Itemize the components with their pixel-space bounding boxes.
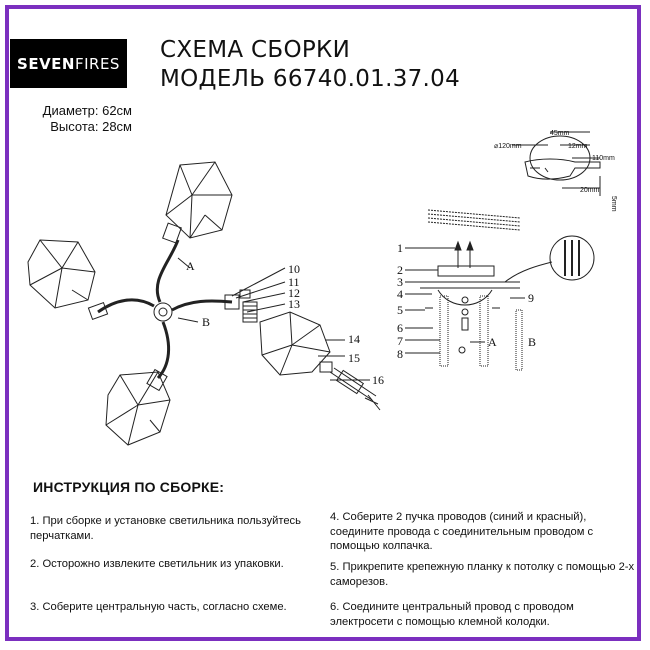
callout-6: 6 xyxy=(397,321,403,335)
callout-12: 12 xyxy=(288,286,300,300)
dim-12: 12mm xyxy=(568,143,588,150)
dim-45: 45mm xyxy=(550,130,570,137)
logo-bold-text: SEVEN xyxy=(17,54,75,73)
callout-3: 3 xyxy=(397,275,403,289)
dim-20: 20mm xyxy=(580,187,600,194)
dimensions-block: Диаметр: 62см Высота: 28см xyxy=(12,103,132,135)
label-b-right: B xyxy=(528,335,536,349)
page-title: СХЕМА СБОРКИ xyxy=(160,37,351,63)
mount-exploded-icon xyxy=(405,209,595,371)
model-title: МОДЕЛЬ 66740.01.37.04 xyxy=(160,66,461,92)
callout-13: 13 xyxy=(288,297,300,311)
callout-5: 5 xyxy=(397,303,403,317)
callout-11: 11 xyxy=(288,275,300,289)
dim-5: 5mm xyxy=(610,196,617,212)
shade-top-icon xyxy=(165,161,233,239)
callout-8: 8 xyxy=(397,347,403,361)
page-border xyxy=(5,5,641,641)
instructions-heading: ИНСТРУКЦИЯ ПО СБОРКЕ: xyxy=(33,479,225,495)
callout-1: 1 xyxy=(397,241,403,255)
callout-15: 15 xyxy=(348,351,360,365)
label-a: A xyxy=(186,259,195,273)
callout-14: 14 xyxy=(348,332,360,346)
height-text: Высота: 28см xyxy=(50,119,132,134)
dim-120: ⌀120mm xyxy=(494,143,522,150)
chandelier-illustration xyxy=(27,161,381,446)
instruction-step-4: 4. Соберите 2 пучка проводов (синий и кр… xyxy=(330,511,594,552)
logo-thin-text: FIRES xyxy=(74,54,120,73)
callout-9: 9 xyxy=(528,291,534,305)
assembly-drawing: A B 10 11 12 13 14 15 16 1 2 3 4 5 6 7 8… xyxy=(27,130,617,446)
hub-icon xyxy=(153,302,173,322)
callout-7: 7 xyxy=(397,334,403,348)
mount-detail-icon xyxy=(512,131,601,196)
instruction-step-2: 2. Осторожно извлеките светильник из упа… xyxy=(30,558,284,570)
label-b: B xyxy=(202,315,210,329)
label-a-right: A xyxy=(488,335,497,349)
shade-bottom-icon xyxy=(105,371,171,446)
callout-4: 4 xyxy=(397,287,403,301)
callout-16: 16 xyxy=(372,373,384,387)
callout-2: 2 xyxy=(397,263,403,277)
instruction-step-1: 1. При сборке и установке светильника по… xyxy=(30,515,301,542)
callout-10: 10 xyxy=(288,262,300,276)
instruction-step-3: 3. Соберите центральную часть, согласно … xyxy=(30,601,287,613)
diameter-text: Диаметр: 62см xyxy=(42,103,132,118)
shade-left-icon xyxy=(27,239,96,309)
instruction-step-6: 6. Соедините центральный провод с провод… xyxy=(330,601,574,628)
instruction-step-5: 5. Прикрепите крепежную планку к потолку… xyxy=(330,561,635,588)
dim-110: 110mm xyxy=(592,155,615,162)
